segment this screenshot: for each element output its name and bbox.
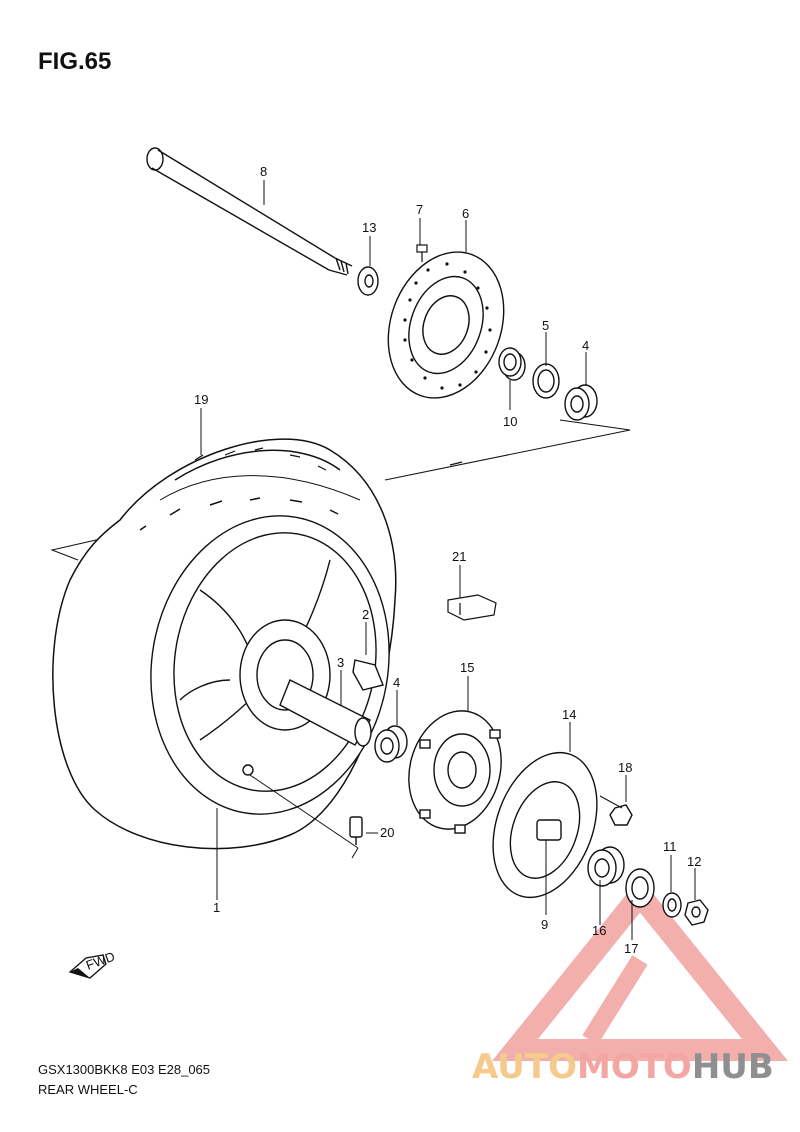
hub-spacer-part xyxy=(279,679,372,747)
oil-seal-part xyxy=(532,363,560,399)
axle-nut-part xyxy=(684,899,709,926)
disc-bolt-part xyxy=(416,244,428,262)
callout-15: 15 xyxy=(460,660,474,675)
figure-title: FIG.65 xyxy=(38,48,112,75)
callout-4-lower: 4 xyxy=(393,675,400,690)
callout-20: 20 xyxy=(380,825,394,840)
washer-part xyxy=(357,266,379,296)
callout-21: 21 xyxy=(452,549,466,564)
air-valve-part xyxy=(349,816,363,845)
spacer-part xyxy=(662,892,682,918)
callout-8: 8 xyxy=(260,164,267,179)
callout-16: 16 xyxy=(592,923,606,938)
brake-disc-part xyxy=(387,251,505,399)
callout-6: 6 xyxy=(462,206,469,221)
callout-18: 18 xyxy=(618,760,632,775)
callout-5: 5 xyxy=(542,318,549,333)
callout-1: 1 xyxy=(213,900,220,915)
watermark-hub: HUB xyxy=(691,1047,774,1087)
cush-damper-part xyxy=(352,659,384,691)
callout-9: 9 xyxy=(541,917,548,932)
spacer-collar-part xyxy=(498,347,526,381)
watermark-moto: MOTO xyxy=(576,1047,692,1087)
sprocket-seal-part xyxy=(625,868,655,908)
assembly-guide-lines xyxy=(50,419,631,561)
sprocket-drum-part xyxy=(408,710,502,834)
watermark-text: AUTOMOTOHUB xyxy=(472,1047,774,1087)
callout-3: 3 xyxy=(337,655,344,670)
fwd-direction-icon xyxy=(68,954,107,979)
axle-part xyxy=(146,147,353,276)
callout-4-upper: 4 xyxy=(582,338,589,353)
watermark-auto: AUTO xyxy=(472,1047,577,1087)
footer-section-name: REAR WHEEL-C xyxy=(38,1082,138,1097)
sprocket-bearing-part xyxy=(587,846,625,887)
callout-14: 14 xyxy=(562,707,576,722)
footer-model-code: GSX1300BKK8 E03 E28_065 xyxy=(38,1062,211,1077)
bearing-lower-part xyxy=(374,725,408,763)
callout-2: 2 xyxy=(362,607,369,622)
watermark-logo-mark xyxy=(491,877,789,1061)
callout-12: 12 xyxy=(687,854,701,869)
callout-11: 11 xyxy=(663,839,677,854)
callout-19: 19 xyxy=(194,392,208,407)
callout-leader-lines xyxy=(200,180,696,940)
rear-sprocket-part xyxy=(492,751,598,899)
bearing-upper-part xyxy=(564,384,598,421)
clip-part xyxy=(447,594,497,621)
callout-13: 13 xyxy=(362,220,376,235)
callout-17: 17 xyxy=(624,941,638,956)
callout-7: 7 xyxy=(416,202,423,217)
callout-10: 10 xyxy=(503,414,517,429)
sprocket-nut-part xyxy=(609,804,633,826)
